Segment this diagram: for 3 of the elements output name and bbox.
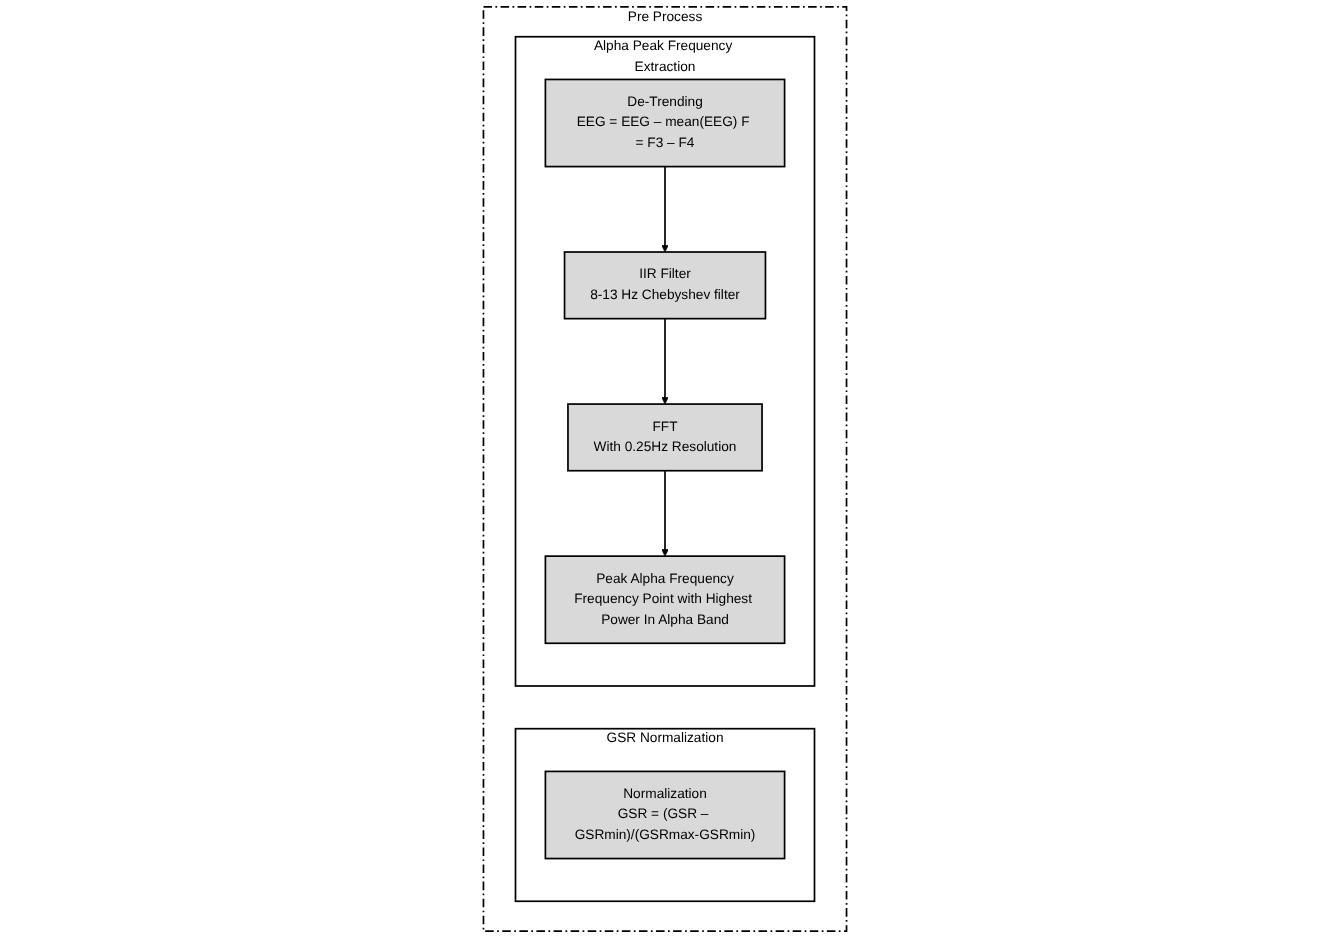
arrow [661, 469, 669, 557]
arrow [661, 165, 669, 253]
arrow [661, 317, 669, 405]
